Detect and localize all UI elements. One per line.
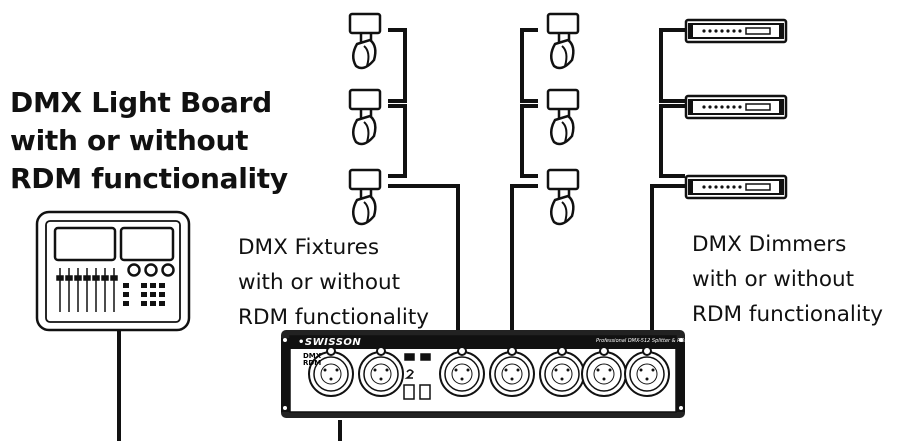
dimmers-label: DMX Dimmers with or without RDM function… [692,232,883,327]
xlr-connector [308,346,354,397]
lighting-console-icon [35,210,191,332]
cable-dimmer-a [659,28,685,103]
moving-spotlight-icon [348,168,382,226]
cable-fixture-col1-a [388,28,407,103]
moving-spotlight-icon [546,12,580,70]
cables [117,28,685,441]
moving-spotlight-icon [546,88,580,146]
cable-dimmer-out [650,184,685,340]
splitter-model: Professional DMX-512 Splitter & RDM Hub [596,338,701,344]
dmx-splitter-icon [281,330,685,418]
cable-dimmer-b [659,104,685,178]
rack-dimmer-icon [684,94,788,120]
light-board-label: DMX Light Board with or without RDM func… [10,86,288,195]
moving-spotlight-icon [348,12,382,70]
splitter-brand: •SWISSON [298,337,362,348]
fixtures-label: DMX Fixtures with or without RDM functio… [238,235,429,330]
cable-fixture-col2-b [520,104,538,178]
cable-fixture-col1-b [388,104,407,178]
cable-fixture-col2-out [510,184,538,340]
cable-fixture-col1-out [388,184,460,340]
moving-spotlight-icon [546,168,580,226]
xlr-connector [624,346,670,397]
rack-dimmer-icon [684,174,788,200]
rack-dimmer-icon [684,18,788,44]
splitter-port-label: DMX RDM [303,352,322,367]
moving-spotlight-icon [348,88,382,146]
cable-fixture-col2-a [520,28,538,103]
